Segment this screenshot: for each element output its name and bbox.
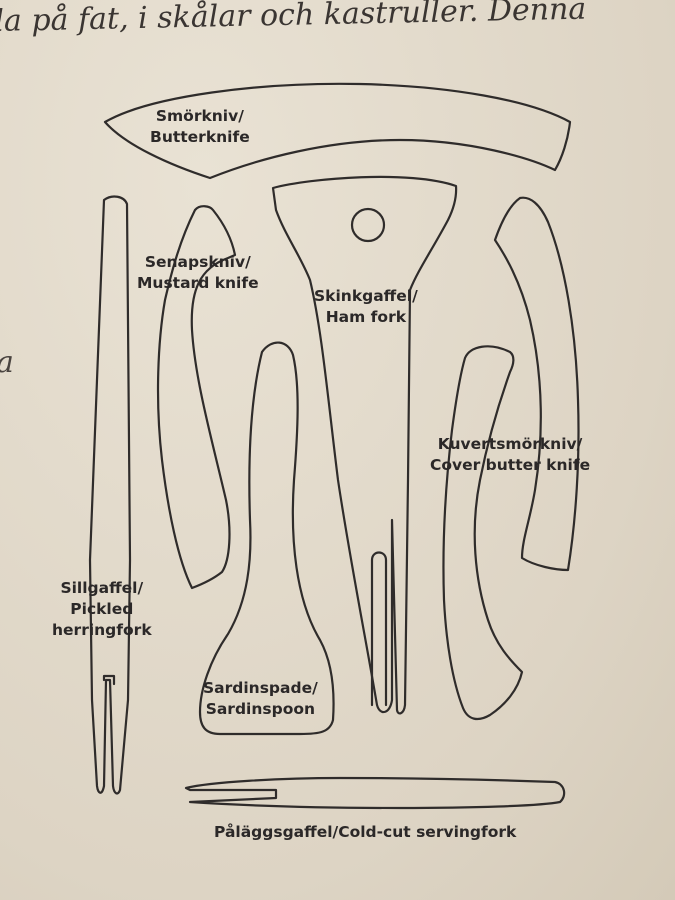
herring-fork-slot xyxy=(102,674,116,686)
kuvert-knife-outline xyxy=(442,345,524,721)
ham-fork-slot xyxy=(370,551,388,707)
label-line: Pickled xyxy=(70,600,134,618)
herring-fork-outline xyxy=(88,195,132,795)
label-butterknife: Smörkniv/ Butterknife xyxy=(150,106,250,148)
ham-fork-outline xyxy=(271,175,458,715)
sardine-spoon-outline xyxy=(198,341,335,736)
label-cover-butter-knife: Kuvertsmörkniv/ Cover butter knife xyxy=(430,434,590,476)
butterknife-outline xyxy=(103,82,572,180)
label-coldcut-fork: Påläggsgaffel/Cold-cut servingfork xyxy=(214,823,517,841)
label-line: Sillgaffel/ xyxy=(60,579,144,597)
label-line: Mustard knife xyxy=(137,274,259,292)
cover-knife-outline xyxy=(493,196,580,572)
label-ham-fork: Skinkgaffel/ Ham fork xyxy=(314,286,418,328)
label-line: Kuvertsmörkniv/ xyxy=(437,435,583,453)
mustard-knife-outline xyxy=(156,205,237,590)
label-mustard-knife: Senapskniv/ Mustard knife xyxy=(137,252,259,294)
margin-letter: a xyxy=(0,345,14,380)
label-line: Butterknife xyxy=(150,128,250,146)
coldcut-fork-outline xyxy=(184,776,566,810)
label-line: Smörkniv/ xyxy=(155,107,244,125)
ham-fork-hole xyxy=(350,207,386,243)
label-line: Skinkgaffel/ xyxy=(314,287,418,305)
label-line: Sardinspoon xyxy=(205,700,316,718)
label-herring-fork: Sillgaffel/ Pickled herringfork xyxy=(52,578,152,641)
label-line: Cover butter knife xyxy=(430,456,591,474)
label-sardine-spoon: Sardinspade/ Sardinspoon xyxy=(203,678,318,720)
label-line: Ham fork xyxy=(325,308,407,326)
label-line: Senapskniv/ xyxy=(144,253,251,271)
label-line: Sardinspade/ xyxy=(203,679,318,697)
label-line: herringfork xyxy=(52,621,152,639)
